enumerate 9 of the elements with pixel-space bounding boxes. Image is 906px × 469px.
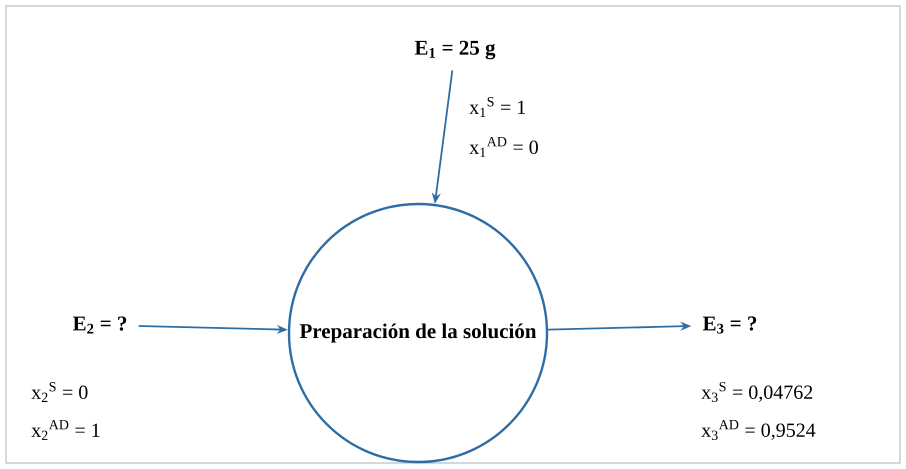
fraction-label: x$_{2}$$^{S}$ = 0 — [31, 382, 88, 402]
stream-label: E$_{2}$ = ? — [72, 316, 126, 334]
stream-label: E$_{3}$ = ? — [702, 316, 756, 334]
fraction-label: x$_{3}$$^{AD}$ = 0,9524 — [701, 420, 816, 440]
fraction-label: x$_{3}$$^{S}$ = 0,04762 — [701, 382, 812, 402]
fraction-label: x$_{1}$$^{S}$ = 1 — [469, 97, 526, 117]
stream-label: E$_{1}$ = 25 g — [414, 40, 496, 60]
fraction-label: x$_{1}$$^{AD}$ = 0 — [469, 137, 538, 157]
fraction-label: x$_{2}$$^{AD}$ = 1 — [31, 420, 100, 440]
